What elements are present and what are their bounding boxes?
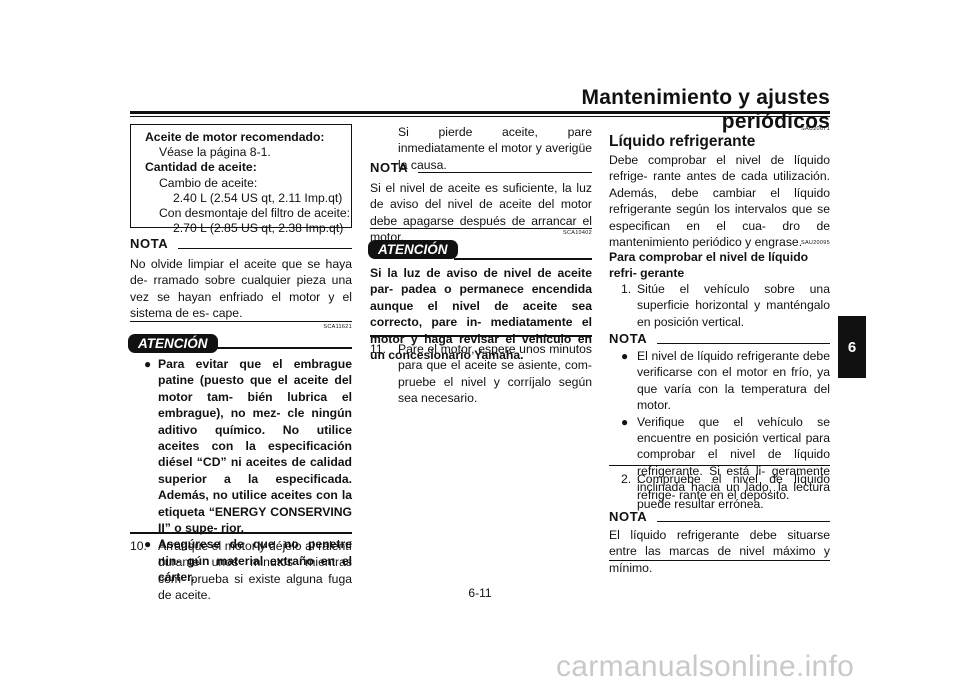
box-line-2: Véase la página 8-1. xyxy=(159,145,271,160)
doc-code: SCA11621 xyxy=(323,324,352,330)
step-text: Compruebe el nivel de líquido refrige- r… xyxy=(637,472,830,503)
nota-item: ● El nivel de líquido refrigerante debe … xyxy=(621,349,830,413)
step-11: 11. Pare el motor, espere unos minutos p… xyxy=(370,341,592,407)
step-10: 10. Arranque el motor y déjelo al ralent… xyxy=(130,538,352,604)
nota-end-rule xyxy=(370,228,592,229)
nota-end-rule xyxy=(609,465,830,466)
step-text: Pare el motor, espere unos minutos para … xyxy=(398,342,592,406)
nota-end-rule xyxy=(609,560,830,561)
atencion-list: ● Para evitar que el embrague patine (pu… xyxy=(130,356,352,586)
step-text: Sitúe el vehículo sobre una superficie h… xyxy=(637,282,830,329)
atencion-badge: ATENCIÓN xyxy=(368,240,458,259)
box-line-5: 2.40 L (2.54 US qt, 2.11 Imp.qt) xyxy=(173,190,343,205)
nota-heading: NOTA xyxy=(370,160,409,175)
nota-text: El líquido refrigerante debe situarse en… xyxy=(609,528,830,575)
box-line-6: Con desmontaje del filtro de aceite: xyxy=(159,206,351,221)
step-number: 2. xyxy=(621,472,632,486)
bullet-icon: ● xyxy=(144,537,152,552)
doc-code: SAU20071 xyxy=(800,126,830,132)
header-rule-thick xyxy=(130,111,830,114)
page-number: 6-11 xyxy=(468,586,492,600)
box-line-4: Cambio de aceite: xyxy=(159,175,258,190)
bullet-icon: ● xyxy=(621,349,629,363)
box-line-1: Aceite de motor recomendado: xyxy=(145,130,325,144)
atencion-end-rule xyxy=(370,335,592,337)
atencion-badge: ATENCIÓN xyxy=(128,334,218,353)
nota-item: ● Verifique que el vehículo se encuentre… xyxy=(621,414,830,511)
atencion-rule xyxy=(214,347,352,349)
atencion-rule xyxy=(454,258,592,260)
subsection-title: Para comprobar el nivel de líquido refri… xyxy=(609,250,809,281)
nota-end-rule xyxy=(130,321,352,322)
oil-spec-box: Aceite de motor recomendado: Véase la pá… xyxy=(130,124,352,235)
step-1: 1. Sitúe el vehículo sobre una superfici… xyxy=(609,281,830,330)
box-line-7: 2.70 L (2.85 US qt, 2.38 Imp.qt) xyxy=(173,221,344,236)
box-line-3: Cantidad de aceite: xyxy=(145,160,257,175)
bullet-icon: ● xyxy=(144,357,152,371)
page-header-title: Mantenimiento y ajustes periódicos xyxy=(581,86,830,133)
doc-code: SAU20095 xyxy=(800,240,830,246)
atencion-item: ● Para evitar que el embrague patine (pu… xyxy=(144,357,352,536)
watermark[interactable]: carmanualsonline.info xyxy=(556,650,855,683)
header-rule-thin xyxy=(130,116,830,117)
continued-text: Si pierde aceite, pare inmediatamente el… xyxy=(398,125,592,172)
atencion-end-rule xyxy=(130,532,352,534)
step-number: 10. xyxy=(130,539,147,553)
section-intro: Debe comprobar el nivel de líquido refri… xyxy=(609,153,830,250)
nota-rule xyxy=(657,343,830,344)
nota-heading: NOTA xyxy=(609,509,648,524)
nota-text: No olvide limpiar el aceite que se haya … xyxy=(130,257,352,321)
bullet-icon: ● xyxy=(621,414,629,429)
nota-rule xyxy=(178,248,352,249)
step-2: 2. Compruebe el nivel de líquido refrige… xyxy=(609,471,830,504)
atencion-item: ● Asegúrese de que no penetre nin- gún m… xyxy=(144,537,352,585)
nota-heading: NOTA xyxy=(130,236,169,251)
step-number: 11. xyxy=(370,342,387,356)
chapter-tab[interactable]: 6 xyxy=(838,316,866,378)
step-number: 1. xyxy=(621,282,632,296)
nota-text: Si el nivel de aceite es suficiente, la … xyxy=(370,181,592,245)
nota-heading: NOTA xyxy=(609,331,648,346)
nota-rule xyxy=(657,521,830,522)
step-text: Arranque el motor y déjelo al ralentí du… xyxy=(158,539,352,603)
nota-list: ● El nivel de líquido refrigerante debe … xyxy=(609,348,830,512)
nota-rule xyxy=(418,172,592,173)
doc-code: SCA10402 xyxy=(562,230,592,236)
section-title: Líquido refrigerante xyxy=(609,133,756,150)
